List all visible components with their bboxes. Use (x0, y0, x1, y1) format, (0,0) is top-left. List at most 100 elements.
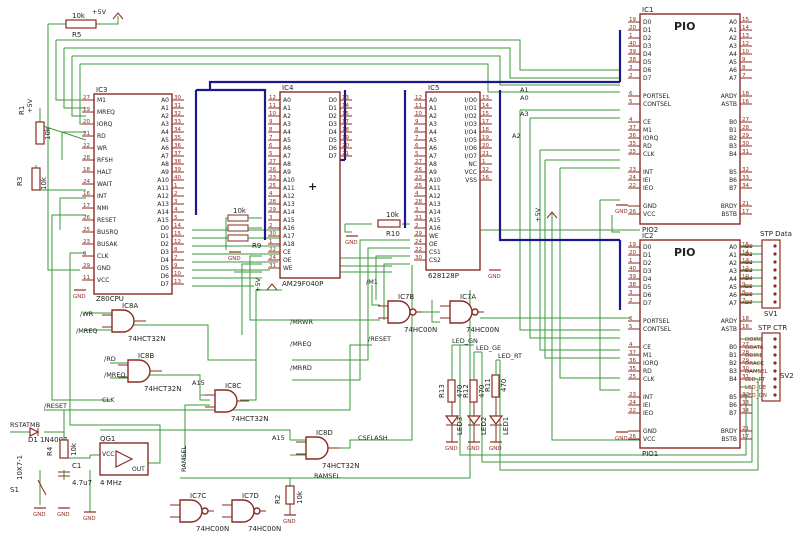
ic4-left-pin-num: 10 (269, 111, 276, 117)
vcc-pio: +5V (534, 207, 542, 222)
ic3-right-pin-num: 3 (174, 199, 178, 205)
ic2-right-pin-num: 12 (742, 266, 749, 272)
r5-ref: R5 (72, 31, 81, 39)
ic3-right-pin-name: A10 (157, 177, 169, 184)
ic5-left-pin-num: 10 (415, 111, 422, 117)
ic1-right-pin-name: B3 (729, 143, 737, 150)
ic2-pio: PIO IC2 PIO1 D019D120D21D340D439D538D63D… (628, 232, 752, 458)
ic2-right-pin-num: 34 (742, 408, 749, 414)
ic3-left-pin-name: GND (97, 265, 111, 272)
gate-ic8b-ref: IC8B (138, 352, 154, 360)
gnd-label: GND (467, 446, 480, 452)
sv2-pin-label: DRACK (745, 361, 764, 367)
c1-value: 4.7u7 (72, 479, 92, 487)
ic2-left-pin-name: D3 (643, 268, 652, 275)
ic3-left-pin-num: 23 (83, 239, 90, 245)
ic3-right-pin-name: A5 (161, 137, 169, 144)
ic4-right-pin-name: D0 (329, 97, 338, 104)
ic3-left-pin-name: MREQ (97, 109, 115, 116)
ic1-title: PIO (674, 20, 696, 33)
ic1-left-pin-num: 3 (629, 65, 633, 71)
ic1-right-pin-num: 34 (742, 183, 749, 189)
ic1-left-pin-num: 25 (629, 149, 636, 155)
ic4-right-pin-name: D7 (329, 153, 338, 160)
ic1-right-pin-num: 16 (742, 99, 749, 105)
sv1-pin-dot (773, 284, 777, 288)
gnd-label: GND (489, 446, 502, 452)
net-ramsel: RAMSEL (180, 445, 188, 472)
ic3-name: Z80CPU (96, 295, 124, 303)
ic1-left-pin-name: D2 (643, 35, 652, 42)
ic3-right-pin-num: 14 (174, 223, 181, 229)
gnd-label: GND (345, 240, 358, 246)
ic3-left-pin-num: 29 (83, 263, 90, 269)
ic4-left-pin-name: CE (283, 249, 291, 256)
ic5-left-pin-num: 11 (415, 103, 422, 109)
ic2-left-pin-num: 39 (629, 274, 636, 280)
ic1-right-pin-num: 27 (742, 117, 749, 123)
ic5-left-pin-name: WE (429, 233, 439, 240)
ic1-left-pin-name: INT (643, 169, 653, 176)
ic1-left-pin-num: 19 (629, 17, 636, 23)
sv1-pin-label: D4 (745, 276, 753, 282)
ic1-left-pin-num: 4 (629, 117, 633, 123)
ic3-left-pin-num: 16 (83, 191, 90, 197)
ic2-left-pin-name: D1 (643, 252, 652, 259)
ic2-left-pin-name: IEO (643, 410, 654, 417)
ic3-right-pin-name: A0 (161, 97, 169, 104)
ic1-right-pin-name: A5 (729, 59, 737, 66)
ic1-left-pin-num: 22 (629, 183, 636, 189)
sv2-pin-dot (773, 345, 777, 349)
ic3-left-pin-num: 21 (83, 131, 90, 137)
ic4-left-pin-num: 9 (269, 119, 273, 125)
ic2-left-pin-name: CE (643, 344, 651, 351)
net-reset: /RESET (368, 335, 391, 343)
ic5-left-pin-name: A6 (429, 145, 437, 152)
ic5-right-pin-num: 20 (482, 143, 489, 149)
ic3-z80cpu: IC3 Z80CPU M127MREQ19IORQ20RD21WR22RFSH2… (82, 86, 184, 303)
ic3-left-pin-name: RESET (97, 217, 117, 224)
reset-circuit: RSTATMB D1 1N4007 R4 10k C1 4.7u7 S1 10X… (10, 421, 92, 496)
ic2-left-pin-name: CLK (643, 376, 656, 383)
ic1-left-pin-name: IEI (643, 177, 651, 184)
ic1-right-pin-name: B7 (729, 185, 737, 192)
ic1-left-pin-name: D4 (643, 51, 652, 58)
sv2-ref: SV2 (780, 372, 794, 380)
ic1-left-pin-name: CE (643, 119, 651, 126)
sv1-pin-label: D7 (745, 300, 753, 306)
ic4-right-pin-num: 19 (342, 135, 349, 141)
ic5-left-pin-num: 25 (415, 183, 422, 189)
gnd-symbol: GND (489, 441, 502, 452)
ic4-left-pin-num: 7 (269, 135, 273, 141)
gate-ic8a-ref: IC8A (122, 302, 138, 310)
r10-value: 10k (386, 211, 400, 219)
ic2-right-pin-num: 29 (742, 358, 749, 364)
sv2-pin-dot (773, 369, 777, 373)
gate-ic7c-bubble (201, 507, 209, 515)
net-reset2: /RESET (44, 402, 67, 410)
stp-data-label: STP Data (760, 230, 792, 238)
net-clk: CLK (102, 396, 115, 404)
ic2-right-pin-name: B4 (729, 376, 737, 383)
sv2-pin-label: DDATA (745, 345, 764, 351)
r11-value: 470 (500, 379, 508, 392)
ic2-right-pin-num: 7 (742, 298, 746, 304)
ic3-right-pin-name: D3 (161, 249, 170, 256)
ic2-right-pin-num: 33 (742, 400, 749, 406)
ic5-left-pin-num: 27 (415, 159, 422, 165)
r11-ref: R11 (484, 378, 492, 392)
ic1-sub: PIO2 (642, 226, 658, 234)
ic3-right-pin-name: D6 (161, 273, 170, 280)
ic4-left-pin-name: A6 (283, 145, 291, 152)
led1-ref: LED1 (502, 417, 510, 435)
ic3-right-pin-name: A15 (157, 217, 169, 224)
ic1-left-pin-num: 35 (629, 141, 636, 147)
ic3-right-pin-num: 38 (174, 159, 181, 165)
ic2-left-pin-name: D6 (643, 292, 652, 299)
ic3-right-pin-num: 4 (174, 207, 178, 213)
ic5-right-pin-num: 15 (482, 111, 489, 117)
ic4-left-pin-name: A5 (283, 137, 291, 144)
ic1-left-pin-num: 1 (629, 33, 633, 39)
